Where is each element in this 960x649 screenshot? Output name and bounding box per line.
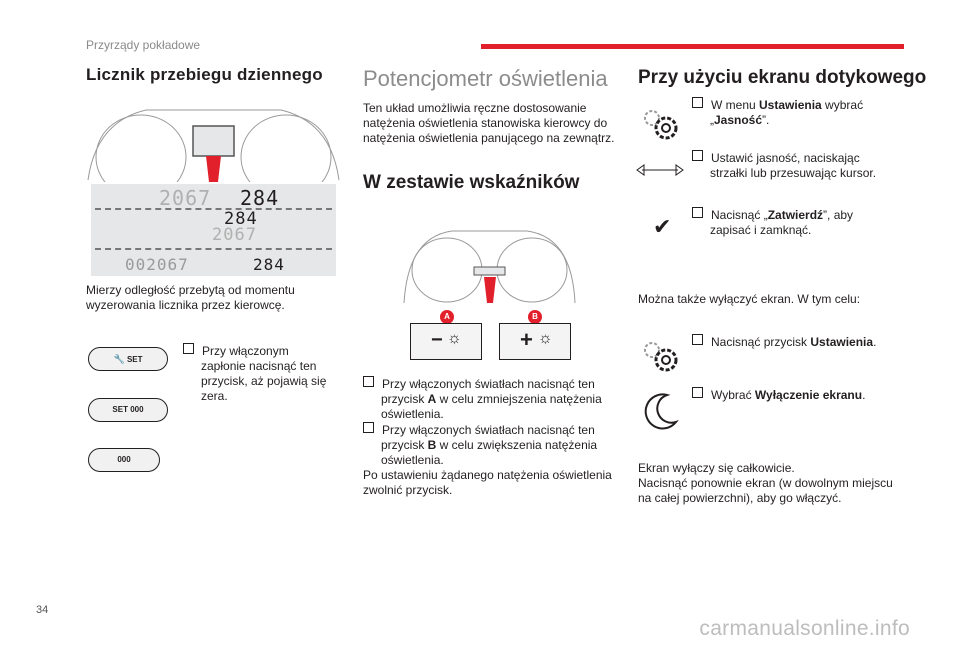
page-number: 34 xyxy=(36,604,49,616)
screen-off-intro: Można także wyłączyć ekran. W tym celu: xyxy=(638,292,861,306)
badge-a: A xyxy=(440,310,454,324)
touch-step-confirm: Nacisnąć „Zatwierdź”, aby zapisać i zamk… xyxy=(692,207,892,238)
dimmer-instructions: Przy włączonych światłach nacisnąć ten p… xyxy=(363,376,612,497)
odo-total-value: 002067 xyxy=(125,255,189,274)
dimmer-increase-button[interactable]: + ☼ xyxy=(499,323,571,360)
screen-off-step-settings: Nacisnąć przycisk Ustawienia. xyxy=(692,334,892,350)
instrument-cluster-illustration xyxy=(87,109,340,182)
odometer-display-panel: 2067 284 284 2067 002067 284 xyxy=(91,184,336,276)
watermark: carmanualsonline.info xyxy=(699,617,910,640)
touch-step-settings: W menu Ustawienia wybrać „Jasność”. xyxy=(692,97,892,128)
settings-gear-icon xyxy=(644,110,678,140)
dimmer-decrease-button[interactable]: − ☼ xyxy=(410,323,482,360)
touch-step-adjust: Ustawić jasność, naciskając strzałki lub… xyxy=(692,150,892,181)
wrench-icon: 🔧 xyxy=(113,354,125,364)
sun-icon: ☼ xyxy=(538,330,553,347)
moon-icon xyxy=(644,393,679,430)
trip-reset-instruction: Przy włączonym zapłonie nacisnąć ten prz… xyxy=(183,343,333,404)
set-000-button[interactable]: SET 000 xyxy=(88,398,168,422)
settings-gear-icon xyxy=(644,342,678,372)
odo-total-outline-mid: 2067 xyxy=(212,225,257,245)
odo-trip-value-mid: 284 xyxy=(224,209,258,229)
screen-off-closing: Ekran wyłączy się całkowicie. Nacisnąć p… xyxy=(638,461,893,505)
heading-trip-counter: Licznik przebiegu dziennego xyxy=(86,65,323,84)
arrows-icon xyxy=(636,164,684,176)
subheading-instrument-panel: W zestawie wskaźników xyxy=(363,172,580,193)
heading-touchscreen: Przy użyciu ekranu dotykowego xyxy=(638,67,927,88)
badge-b: B xyxy=(528,310,542,324)
trip-counter-description: Mierzy odległość przebytą od momentu wyz… xyxy=(86,283,295,312)
dimmer-description: Ten układ umożliwia ręczne dostosowanie … xyxy=(363,101,615,145)
sun-icon: ☼ xyxy=(447,330,462,347)
odo-trip-value: 284 xyxy=(240,186,280,210)
set-button[interactable]: 🔧 SET xyxy=(88,347,168,371)
section-label: Przyrządy pokładowe xyxy=(86,38,201,52)
checkmark-icon: ✔ xyxy=(653,214,672,239)
heading-lighting-dimmer: Potencjometr oświetlenia xyxy=(363,66,608,91)
odo-total-outline: 2067 xyxy=(159,186,212,210)
cluster-dimmer-illustration xyxy=(403,230,576,304)
header-accent-bar xyxy=(481,44,904,49)
screen-off-step-select: Wybrać Wyłączenie ekranu. xyxy=(692,387,892,403)
odo-trip-value-bottom: 284 xyxy=(253,255,285,274)
reset-000-button[interactable]: 000 xyxy=(88,448,160,472)
